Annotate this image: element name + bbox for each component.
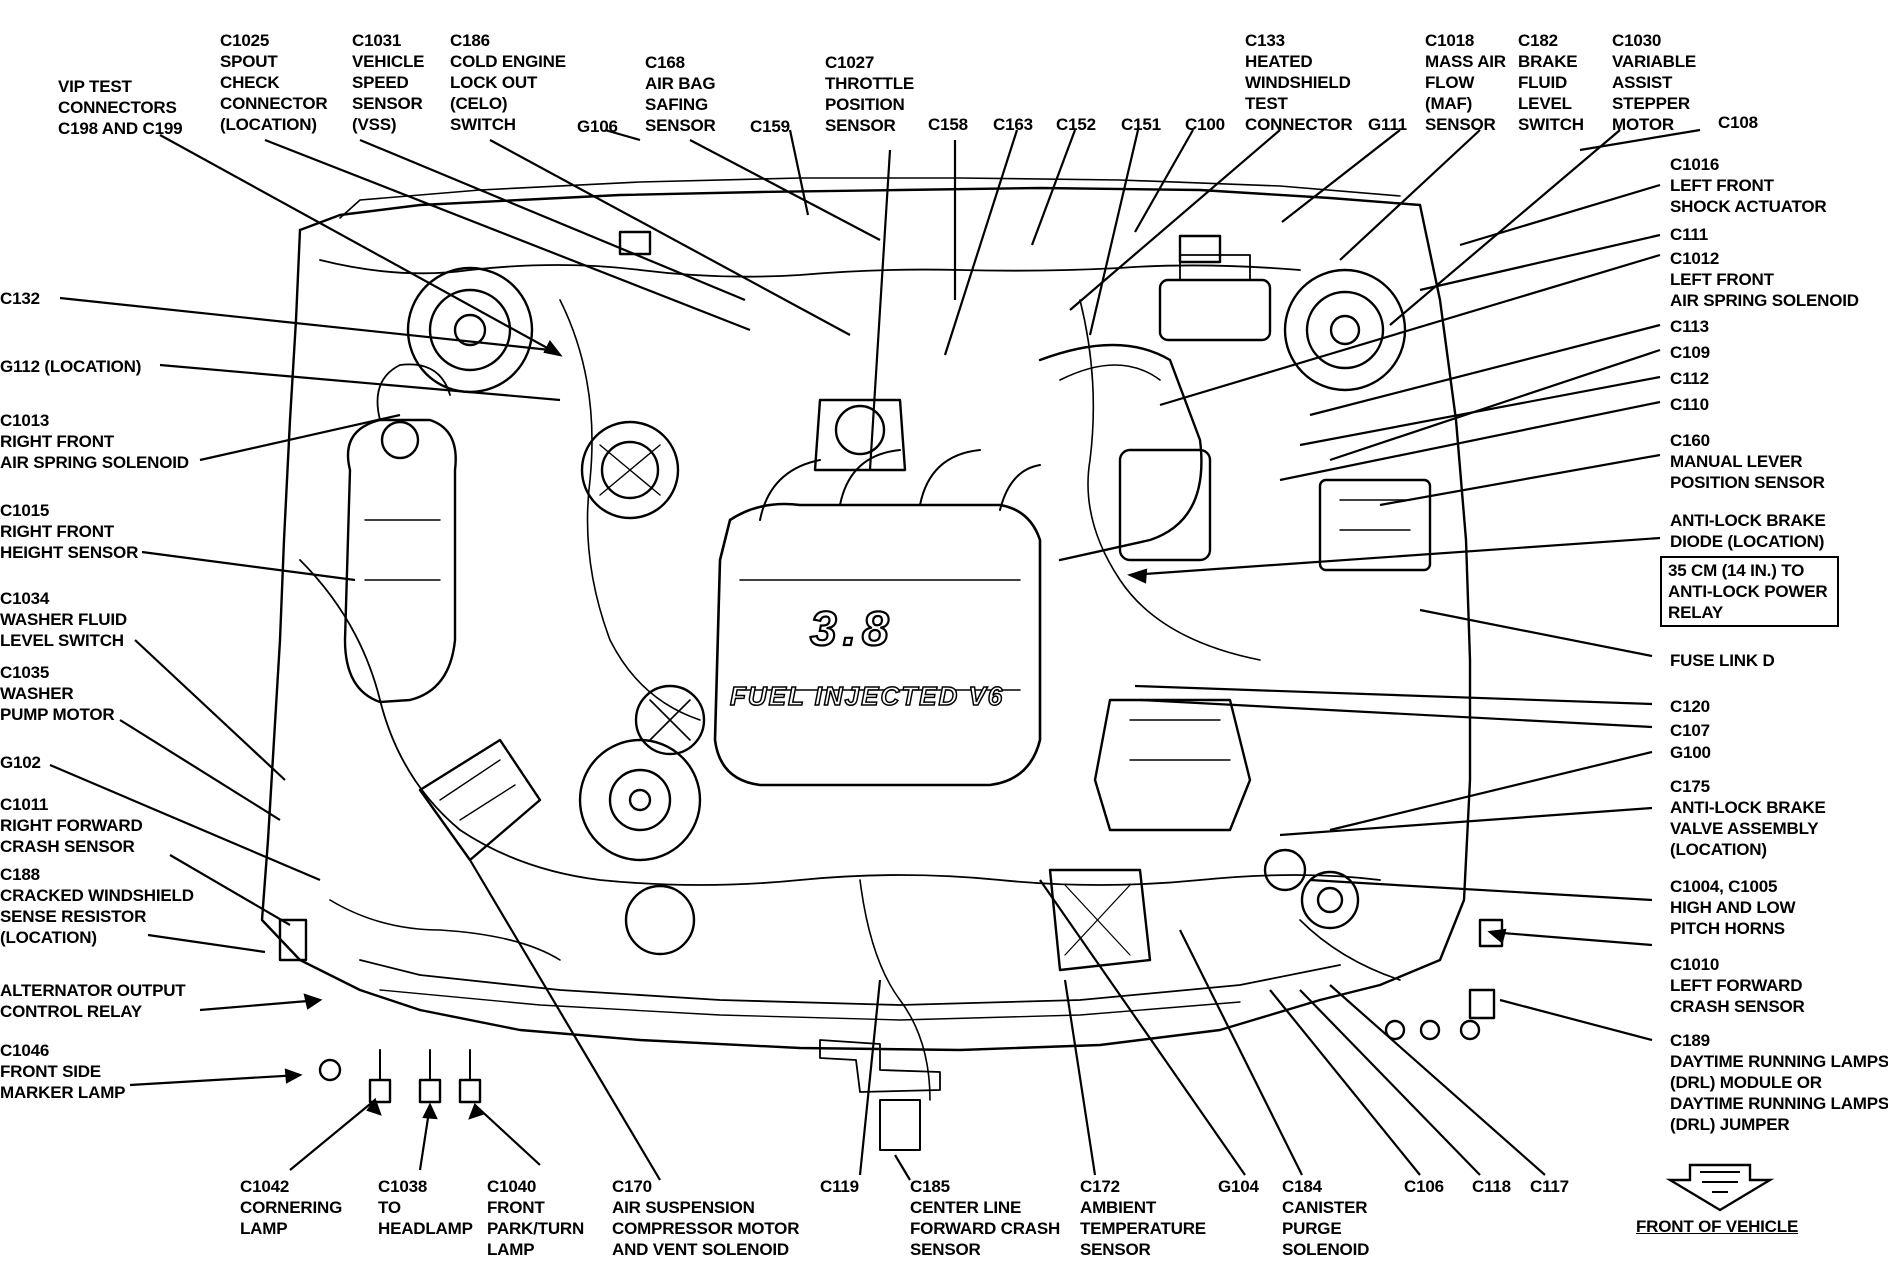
label-c168: C168 AIR BAG SAFING SENSOR — [645, 53, 716, 135]
label-c106: C106 — [1404, 1177, 1444, 1196]
label-c160: C160 MANUAL LEVER POSITION SENSOR — [1670, 431, 1825, 492]
label-g111: G111 — [1368, 115, 1407, 134]
label-c185: C185 CENTER LINE FORWARD CRASH SENSOR — [910, 1177, 1061, 1259]
label-c1040: C1040 FRONT PARK/TURN LAMP — [487, 1177, 585, 1259]
label-alternator-relay: ALTERNATOR OUTPUT CONTROL RELAY — [0, 981, 186, 1021]
label-c1034: C1034 WASHER FLUID LEVEL SWITCH — [0, 589, 127, 650]
label-c1016: C1016 LEFT FRONT SHOCK ACTUATOR — [1670, 155, 1827, 216]
label-c100: C100 — [1185, 115, 1225, 134]
label-c133: C133 HEATED WINDSHIELD TEST CONNECTOR — [1245, 31, 1353, 134]
label-c1038: C1038 TO HEADLAMP — [378, 1177, 473, 1238]
label-c120: C120 — [1670, 697, 1710, 716]
label-c1046: C1046 FRONT SIDE MARKER LAMP — [0, 1041, 126, 1102]
label-c1042: C1042 CORNERING LAMP — [240, 1177, 343, 1238]
label-c118: C118 — [1472, 1177, 1511, 1196]
label-c151: C151 — [1121, 115, 1161, 134]
label-c1011: C1011 RIGHT FORWARD CRASH SENSOR — [0, 795, 143, 856]
label-c1031: C1031 VEHICLE SPEED SENSOR (VSS) — [352, 31, 425, 134]
label-c184: C184 CANISTER PURGE SOLENOID — [1282, 1177, 1370, 1259]
label-c1025: C1025 SPOUT CHECK CONNECTOR (LOCATION) — [220, 31, 328, 134]
label-c159: C159 — [750, 117, 790, 136]
fuel-injected-banner: FUEL INJECTED V6 — [730, 681, 1004, 711]
label-c186: C186 COLD ENGINE LOCK OUT (CELO) SWITCH — [450, 31, 566, 134]
label-c163: C163 — [993, 115, 1033, 134]
label-vip-test-connectors: VIP TEST CONNECTORS C198 AND C199 — [58, 77, 183, 138]
label-c117: C117 — [1530, 1177, 1569, 1196]
label-c1010: C1010 LEFT FORWARD CRASH SENSOR — [1670, 955, 1805, 1016]
label-c110: C110 — [1670, 395, 1709, 414]
label-c1012: C1012 LEFT FRONT AIR SPRING SOLENOID — [1670, 249, 1859, 310]
label-c108: C108 — [1718, 113, 1758, 132]
label-c132: C132 — [0, 289, 40, 308]
front-of-vehicle-label: FRONT OF VEHICLE — [1636, 1217, 1799, 1236]
label-g102: G102 — [0, 753, 41, 772]
label-c1015: C1015 RIGHT FRONT HEIGHT SENSOR — [0, 501, 139, 562]
label-c111: C111 — [1670, 225, 1708, 244]
label-g100: G100 — [1670, 743, 1711, 762]
label-g106: G106 — [577, 117, 618, 136]
label-c152: C152 — [1056, 115, 1096, 134]
label-c107: C107 — [1670, 721, 1710, 740]
label-g104: G104 — [1218, 1177, 1259, 1196]
label-c1018: C1018 MASS AIR FLOW (MAF) SENSOR — [1425, 31, 1506, 134]
displacement-badge: 3.8 — [810, 603, 895, 656]
label-c119: C119 — [820, 1177, 859, 1196]
label-fuse-link-d: FUSE LINK D — [1670, 651, 1775, 670]
label-c1013: C1013 RIGHT FRONT AIR SPRING SOLENOID — [0, 411, 189, 472]
label-c1004-c1005: C1004, C1005 HIGH AND LOW PITCH HORNS — [1670, 877, 1796, 938]
label-abs-relay-note: 35 CM (14 IN.) TO ANTI-LOCK POWER RELAY — [1660, 556, 1840, 627]
label-c1035: C1035 WASHER PUMP MOTOR — [0, 663, 115, 724]
label-abs-diode: ANTI-LOCK BRAKE DIODE (LOCATION) — [1670, 511, 1826, 551]
label-c1027: C1027 THROTTLE POSITION SENSOR — [825, 53, 915, 135]
label-c175: C175 ANTI-LOCK BRAKE VALVE ASSEMBLY (LOC… — [1670, 777, 1826, 859]
label-c182: C182 BRAKE FLUID LEVEL SWITCH — [1518, 31, 1584, 134]
label-c189: C189 DAYTIME RUNNING LAMPS (DRL) MODULE … — [1670, 1031, 1888, 1134]
label-c112: C112 — [1670, 369, 1709, 388]
label-c188: C188 CRACKED WINDSHIELD SENSE RESISTOR (… — [0, 865, 194, 947]
engine-badge-group: 3.8 FUEL INJECTED V6 — [729, 602, 1004, 712]
label-g112: G112 (LOCATION) — [0, 357, 142, 376]
label-c158: C158 — [928, 115, 968, 134]
front-arrow-icon — [1665, 1163, 1775, 1212]
label-c109: C109 — [1670, 343, 1710, 362]
label-c1030: C1030 VARIABLE ASSIST STEPPER MOTOR — [1612, 31, 1697, 134]
label-c172: C172 AMBIENT TEMPERATURE SENSOR — [1080, 1177, 1206, 1259]
label-c170: C170 AIR SUSPENSION COMPRESSOR MOTOR AND… — [612, 1177, 800, 1259]
label-c113: C113 — [1670, 317, 1709, 336]
